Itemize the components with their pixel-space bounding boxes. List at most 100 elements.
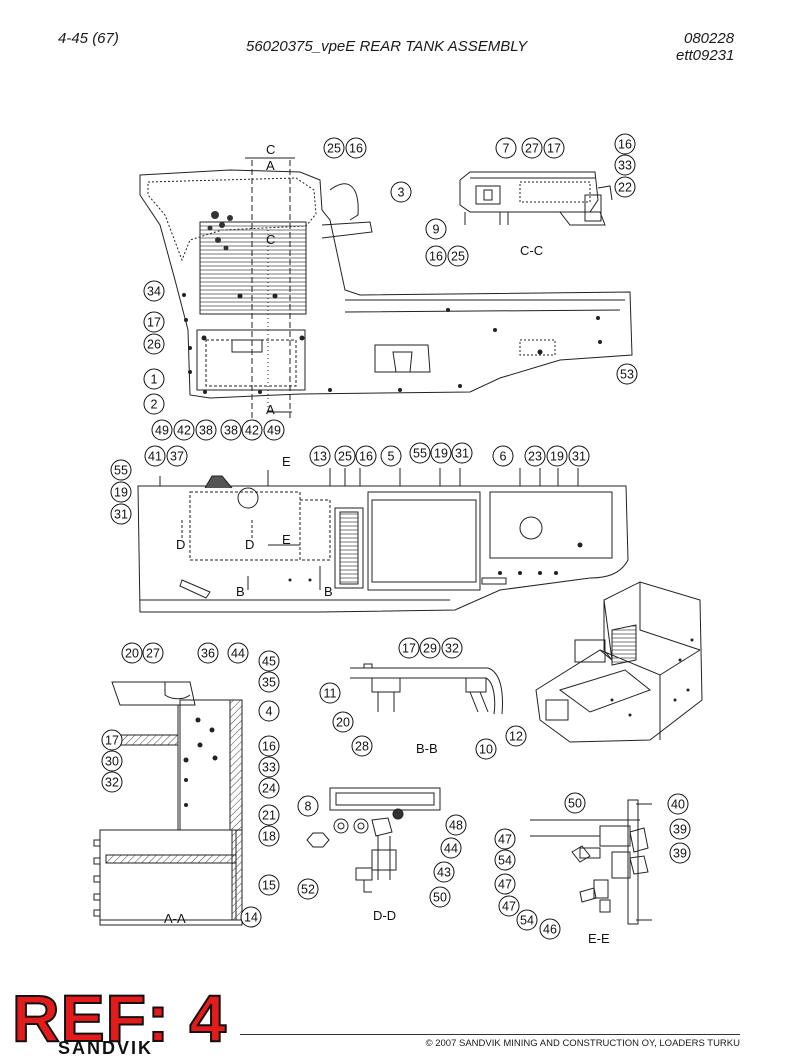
callout-number: 39 [673,823,687,837]
callout-balloon-aa-7: 17 [101,729,123,751]
callout-circle [345,137,367,159]
callout-number: 45 [262,655,276,669]
callout-balloon-bb-6: 10 [475,738,497,760]
callout-circle [564,792,586,814]
callout-number: 50 [568,797,582,811]
callout-balloon-dd-0: 8 [297,795,319,817]
main-top-view [139,157,633,420]
bb-view [350,663,503,715]
callout-circle [143,333,165,355]
ref-stamp: REF: 4 [11,981,228,1055]
callout-circle [494,873,516,895]
callout-circle [616,363,638,385]
callout-circle [494,828,516,850]
callout-number: 4 [266,705,273,719]
callout-circle [319,682,341,704]
callout-number: 49 [267,424,281,438]
callout-balloon-main_top-0: 25 [323,137,345,159]
section-mark-c-top: C [266,142,275,157]
callout-circle [505,725,527,747]
callout-number: 1 [151,373,158,387]
callout-number: 34 [147,285,161,299]
callout-number: 14 [244,911,258,925]
callout-number: 49 [155,424,169,438]
section-mark-b-right: B [324,584,333,599]
callout-balloon-side-14: 31 [451,442,473,464]
callout-circle [297,878,319,900]
callout-circle [166,445,188,467]
page-ref: 4-45 (67) [58,30,119,47]
callout-number: 37 [170,450,184,464]
callout-balloon-main_top-6: 1 [143,368,165,390]
callout-balloon-bb-4: 20 [332,711,354,733]
callout-balloon-side-11: 5 [380,445,402,467]
callout-balloon-main_top-4: 17 [143,311,165,333]
callout-balloon-side-9: 25 [334,445,356,467]
callout-number: 42 [245,424,259,438]
callout-circle [121,642,143,664]
callout-circle [524,445,546,467]
callout-number: 42 [177,424,191,438]
callout-number: 44 [444,842,458,856]
callout-balloon-ee-0: 50 [564,792,586,814]
callout-circle [419,637,441,659]
callout-circle [101,729,123,751]
callout-circle [297,795,319,817]
callout-number: 27 [146,647,160,661]
callout-circle [151,419,173,441]
callout-number: 18 [262,830,276,844]
callout-circle [220,419,242,441]
callout-circle [546,445,568,467]
callout-number: 33 [262,761,276,775]
callout-balloon-dd-4: 52 [297,878,319,900]
callout-balloon-main_top-5: 26 [143,333,165,355]
callout-number: 46 [543,923,557,937]
callout-balloon-aa-0: 20 [121,642,143,664]
date-code: 080228 [684,30,735,47]
callout-balloon-ee-7: 47 [498,895,520,917]
callout-number: 47 [502,900,516,914]
callout-balloon-cc-7: 16 [425,245,447,267]
callout-circle [142,642,164,664]
callout-circle [227,642,249,664]
doc-code: ett09231 [676,47,735,64]
callout-number: 31 [455,447,469,461]
footer-divider [240,1034,740,1035]
cc-view [459,171,613,226]
callout-number: 16 [359,450,373,464]
callout-circle [110,481,132,503]
callout-circle [390,181,412,203]
callout-number: 39 [673,847,687,861]
callout-circle [323,137,345,159]
callout-balloon-ee-4: 54 [494,849,516,871]
callout-circle [430,442,452,464]
callout-number: 9 [433,223,440,237]
callout-circle [355,445,377,467]
callout-balloon-bb-5: 28 [351,735,373,757]
callout-circle [440,837,462,859]
section-mark-c-mid: C [266,232,275,247]
callout-circle [614,154,636,176]
callout-number: 5 [388,450,395,464]
callout-circle [614,176,636,198]
section-mark-e-top: E [282,454,291,469]
callout-number: 54 [520,914,534,928]
callout-balloon-bb-1: 29 [419,637,441,659]
callout-number: 28 [355,740,369,754]
callout-balloon-bb-3: 11 [319,682,341,704]
callout-circle [451,442,473,464]
callout-number: 31 [572,450,586,464]
callout-circle [143,368,165,390]
callout-balloon-side-3: 38 [220,419,242,441]
callout-number: 23 [528,450,542,464]
callout-circle [258,650,280,672]
callout-circle [539,918,561,940]
callout-circle [258,700,280,722]
callout-circle [143,280,165,302]
callout-circle [380,445,402,467]
callout-balloon-ee-9: 46 [539,918,561,940]
callout-number: 25 [451,250,465,264]
callout-circle [143,311,165,333]
callout-number: 38 [199,424,213,438]
callout-number: 54 [498,854,512,868]
